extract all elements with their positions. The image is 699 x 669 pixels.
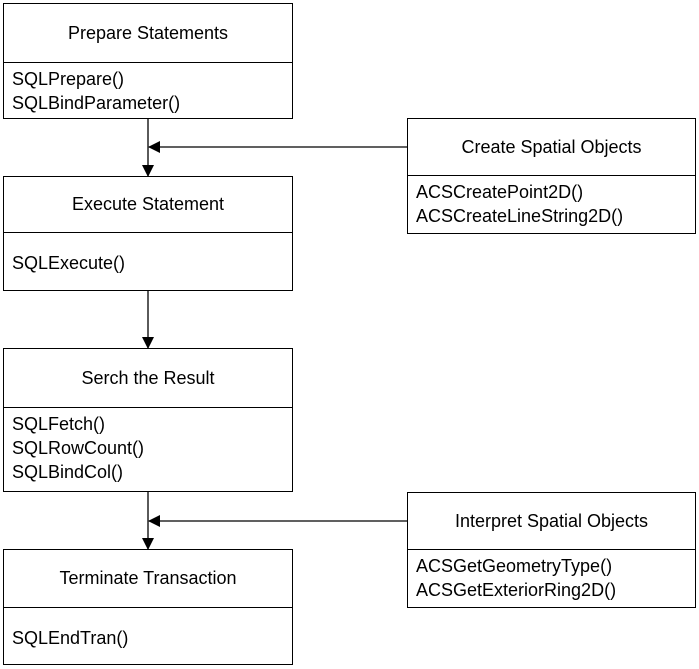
- side-step-functions: ACSGetGeometryType() ACSGetExteriorRing2…: [408, 550, 695, 607]
- step-box-search-result: Serch the Result SQLFetch() SQLRowCount(…: [3, 348, 293, 492]
- step-functions: SQLPrepare() SQLBindParameter(): [4, 63, 292, 118]
- side-step-title: Interpret Spatial Objects: [408, 493, 695, 550]
- function-name: SQLRowCount(): [12, 438, 145, 458]
- function-name: ACSGetGeometryType(): [416, 556, 613, 576]
- step-box-execute-statement: Execute Statement SQLExecute(): [3, 176, 293, 291]
- step-functions: SQLEndTran(): [4, 608, 292, 664]
- function-name: SQLPrepare(): [12, 69, 125, 89]
- function-name: SQLBindCol(): [12, 462, 124, 482]
- side-step-functions: ACSCreatePoint2D() ACSCreateLineString2D…: [408, 176, 695, 233]
- function-name: SQLEndTran(): [12, 628, 129, 648]
- step-title: Prepare Statements: [4, 4, 292, 63]
- side-box-create-spatial-objects: Create Spatial Objects ACSCreatePoint2D(…: [407, 118, 696, 234]
- step-box-terminate-transaction: Terminate Transaction SQLEndTran(): [3, 549, 293, 665]
- function-name: ACSCreateLineString2D(): [416, 206, 624, 226]
- step-title: Execute Statement: [4, 177, 292, 233]
- step-functions: SQLFetch() SQLRowCount() SQLBindCol(): [4, 408, 292, 491]
- side-box-interpret-spatial-objects: Interpret Spatial Objects ACSGetGeometry…: [407, 492, 696, 608]
- step-functions: SQLExecute(): [4, 233, 292, 290]
- function-name: ACSCreatePoint2D(): [416, 182, 584, 202]
- function-name: SQLFetch(): [12, 414, 106, 434]
- function-name: SQLBindParameter(): [12, 93, 181, 113]
- function-name: SQLExecute(): [12, 253, 126, 273]
- step-title: Serch the Result: [4, 349, 292, 408]
- step-title: Terminate Transaction: [4, 550, 292, 608]
- function-name: ACSGetExteriorRing2D(): [416, 580, 617, 600]
- step-box-prepare-statements: Prepare Statements SQLPrepare() SQLBindP…: [3, 3, 293, 119]
- side-step-title: Create Spatial Objects: [408, 119, 695, 176]
